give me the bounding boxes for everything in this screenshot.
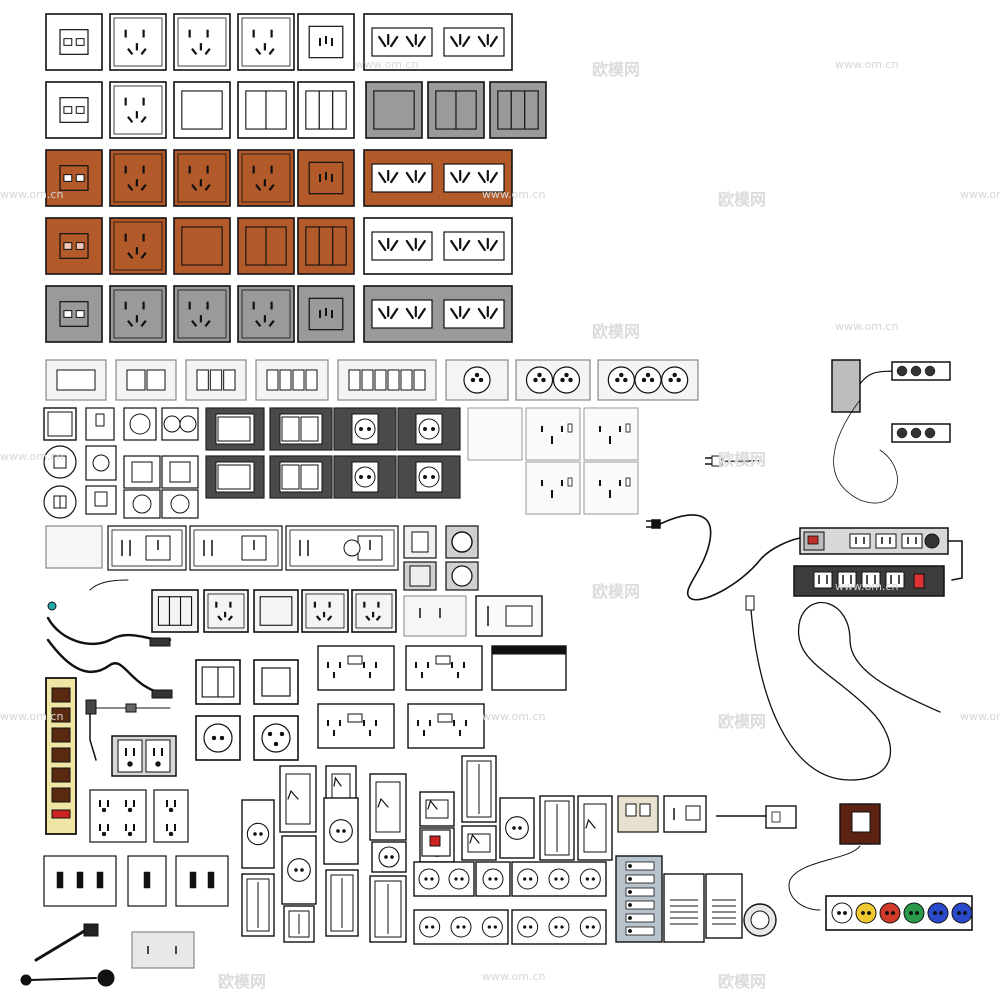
socket-row-5: [45, 285, 513, 343]
power-strip-dark: [793, 565, 945, 597]
watermark-site: www.om.cn: [482, 970, 546, 983]
long-switch-strips: [45, 525, 479, 591]
watermark-site: www.om.cn: [835, 580, 899, 593]
watermark-brand: 欧模网: [218, 972, 267, 991]
power-strip-white-small: [831, 359, 951, 504]
mixed-plates-row: [151, 589, 543, 637]
uk-socket-plate: [583, 407, 639, 461]
watermark-site: www.om.cn: [482, 188, 546, 201]
watermark-site: www.om.cn: [960, 188, 1000, 201]
watermark-site: www.om.cn: [0, 710, 64, 723]
modular-strip: [475, 861, 511, 897]
us-duplex-outlets: [89, 735, 189, 843]
socket-row-2: [45, 81, 547, 139]
watermark-site: www.om.cn: [960, 710, 1000, 723]
coiled-cable-left: [46, 579, 173, 699]
euro-modular-cluster: [241, 755, 777, 945]
uk-double-sockets: [317, 645, 567, 749]
watermark-site: www.om.cn: [0, 188, 64, 201]
plug-cord-small: [705, 455, 763, 467]
socket-row-1: [45, 13, 513, 71]
uk-socket-plate: [583, 461, 639, 515]
uk-double-socket: [317, 703, 395, 749]
square-frame-plates: [195, 659, 299, 761]
socket-row-3: [45, 149, 513, 207]
uk-double-socket: [407, 703, 485, 749]
watermark-brand: 欧模网: [592, 60, 641, 79]
us-toggle-plates: [20, 855, 229, 987]
cord-loop: [745, 595, 941, 781]
watermark-brand: 欧模网: [718, 190, 767, 209]
watermark-brand: 欧模网: [592, 322, 641, 341]
watermark-site: www.om.cn: [0, 450, 64, 463]
uk-double-socket: [317, 645, 395, 691]
vertical-power-strip: [45, 677, 171, 835]
watermark-site: www.om.cn: [835, 58, 899, 71]
socket-row-4: [45, 217, 513, 275]
thin-plate-row: [45, 359, 699, 401]
uk-square-sockets: [467, 407, 639, 515]
watermark-brand: 欧模网: [718, 712, 767, 731]
adapter-right: [716, 803, 881, 911]
uk-socket-plate: [525, 461, 581, 515]
dark-plates-block: [205, 407, 461, 499]
uk-double-socket: [405, 645, 483, 691]
watermark-brand: 欧模网: [592, 582, 641, 601]
watermark-site: www.om.cn: [482, 710, 546, 723]
watermark-brand: 欧模网: [718, 450, 767, 469]
switch-plate: [115, 359, 177, 401]
watermark-brand: 欧模网: [718, 972, 767, 991]
small-plates-left: [43, 407, 199, 519]
power-strip-gray: [799, 527, 963, 581]
colorful-power-strip: [825, 895, 973, 931]
uk-socket-plate: [525, 407, 581, 461]
watermark-site: www.om.cn: [355, 58, 419, 71]
plug-cord-long: [646, 514, 801, 601]
power-strip-body: [799, 527, 949, 555]
watermark-site: www.om.cn: [835, 320, 899, 333]
